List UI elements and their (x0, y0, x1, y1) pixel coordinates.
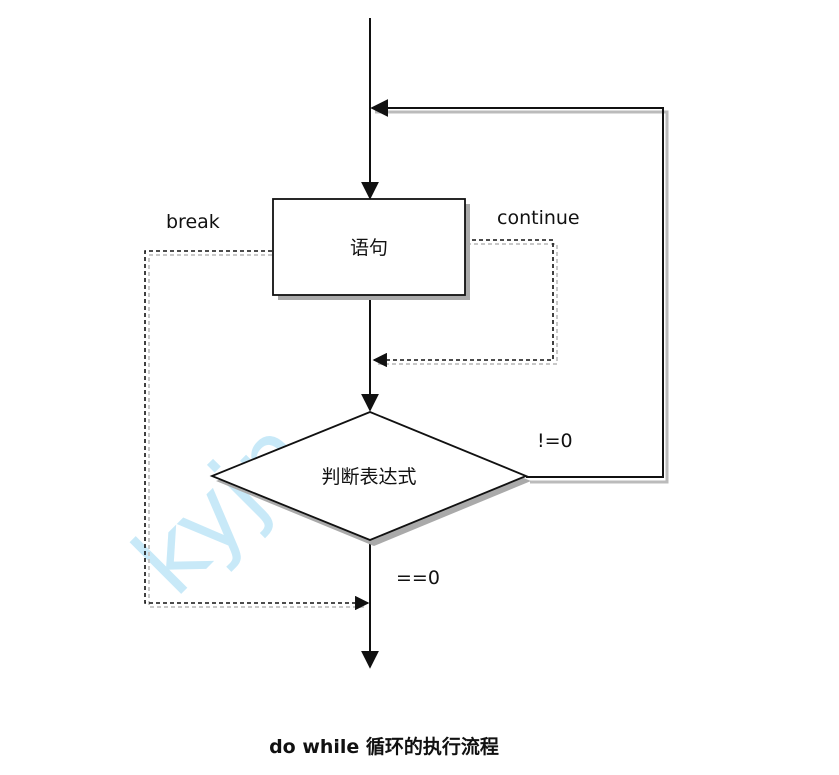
statement-label: 语句 (350, 237, 388, 259)
loop-back-arrow (370, 99, 664, 478)
not-zero-label: !=0 (537, 430, 573, 452)
statement-box (272, 198, 466, 296)
condition-diamond (209, 411, 529, 541)
continue-label: continue (497, 207, 580, 229)
break-label: break (166, 211, 220, 233)
break-path-arrow (144, 250, 370, 611)
continue-path-arrow (372, 239, 554, 368)
break-path-shadow (148, 254, 364, 608)
diagram-caption: do while 循环的执行流程 (269, 735, 499, 758)
continue-path-shadow (378, 243, 558, 365)
condition-label: 判断表达式 (321, 466, 416, 488)
loop-back-shadow (375, 110, 669, 484)
equals-zero-label: ==0 (396, 567, 440, 589)
